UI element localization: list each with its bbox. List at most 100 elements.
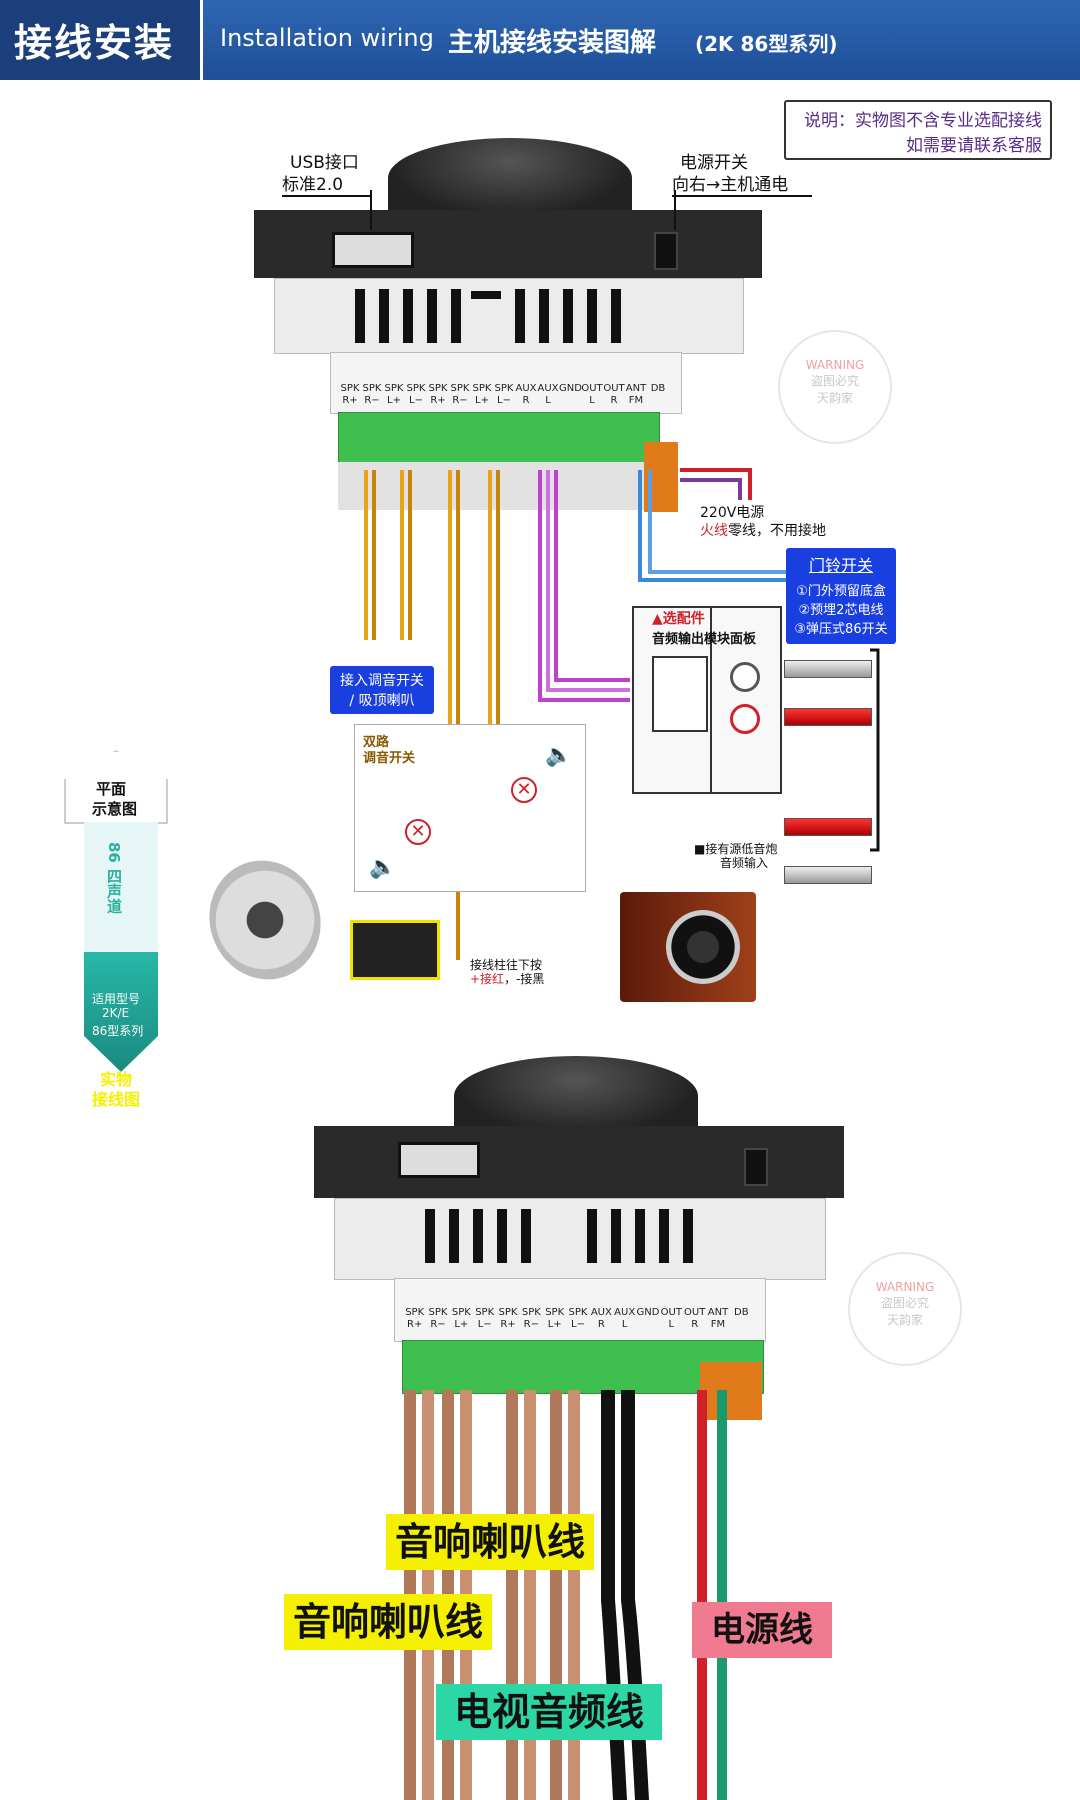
rca-jack-l-icon bbox=[730, 662, 760, 692]
usb-port-icon-2 bbox=[398, 1142, 480, 1178]
cross-icon: ✕ bbox=[405, 819, 431, 845]
ribbon bbox=[84, 822, 158, 952]
rca-plug-white-1 bbox=[784, 660, 872, 678]
wire-orange-7 bbox=[466, 470, 492, 762]
terminal-label: AUX L bbox=[537, 383, 559, 406]
header-bar: 接线安装 Installation wiring 主机接线安装图解 (2K 86… bbox=[0, 0, 1080, 80]
terminal-label: SPK R− bbox=[428, 1307, 448, 1330]
device-bottom-housing bbox=[334, 1198, 826, 1280]
switch-callout: 接入调音开关 / 吸顶喇叭 bbox=[330, 666, 434, 714]
ac-desc: 火线零线，不用接地 bbox=[700, 520, 826, 540]
power-switch-icon bbox=[654, 232, 678, 270]
doorbell-step-3: ③弹压式86开关 bbox=[794, 622, 888, 637]
press-label-2: +接红，-接黑 bbox=[470, 970, 544, 987]
warning-watermark-top: WARNING 盗图必究 天韵家 bbox=[778, 330, 892, 444]
power-switch-label: 电源开关 bbox=[680, 153, 748, 173]
tag-power: 电源线 bbox=[692, 1602, 832, 1658]
terminal-label: SPK R− bbox=[362, 383, 382, 406]
volume-knob-bottom bbox=[454, 1056, 698, 1136]
usb-std-label: 标准2.0 bbox=[282, 170, 372, 197]
ac-fire: 火线 bbox=[700, 523, 728, 539]
sub-label: ■接有源低音炮 bbox=[694, 842, 778, 856]
terminal-labels-top: SPK R+SPK R−SPK L+SPK L−SPK R+SPK R−SPK … bbox=[339, 383, 679, 413]
terminal-label: OUT L bbox=[660, 1307, 682, 1330]
terminal-label: SPK L− bbox=[494, 383, 514, 406]
subwoofer-cone-icon bbox=[666, 910, 740, 984]
terminal-label: OUT R bbox=[603, 383, 625, 406]
sub-label-2: 音频输入 bbox=[720, 856, 769, 870]
terminal-label: GND bbox=[559, 383, 582, 394]
terminal-label: ANT FM bbox=[625, 383, 647, 406]
warn-text-b3: 天韵家 bbox=[886, 1313, 923, 1327]
usb-leader bbox=[370, 190, 372, 230]
tag-speaker-2: 音响喇叭线 bbox=[284, 1594, 492, 1650]
speaker-icon: 🔈 bbox=[369, 855, 397, 880]
warning-watermark-bottom: WARNING 盗图必究 天韵家 bbox=[848, 1252, 962, 1366]
rca-cable bbox=[870, 648, 880, 852]
four-ch-label: 86 四声道 bbox=[105, 842, 123, 914]
press-rest: ，-接黑 bbox=[504, 972, 545, 986]
terminal-label: SPK R+ bbox=[498, 1307, 518, 1330]
wire-blue-2 bbox=[648, 470, 790, 574]
terminal-label: SPK R− bbox=[521, 1307, 541, 1330]
note-line-2: 如需要请联系客服 bbox=[906, 136, 1042, 156]
terminal-label: SPK L− bbox=[475, 1307, 495, 1330]
switch-callout-text: 接入调音开关 / 吸顶喇叭 bbox=[340, 673, 424, 709]
terminal-label: ANT FM bbox=[707, 1307, 729, 1330]
rca-panel bbox=[710, 606, 782, 794]
model-2: 86型系列 bbox=[92, 1024, 144, 1038]
power-switch-dir: 向右→主机通电 bbox=[672, 170, 812, 197]
press-plus: +接红 bbox=[470, 972, 505, 986]
terminal-label: AUX R bbox=[515, 383, 537, 406]
subtitle-cn: 主机接线安装图解 bbox=[448, 28, 657, 58]
ac-label: 220V电源 bbox=[700, 505, 765, 521]
doorbell-step-2: ②预埋2芯电线 bbox=[798, 603, 884, 618]
wire-magenta-1 bbox=[538, 470, 630, 702]
terminal-label: DB bbox=[650, 383, 666, 394]
terminal-closeup-image bbox=[350, 920, 440, 980]
cross-icon-2: ✕ bbox=[511, 777, 537, 803]
warn-text-2: 盗图必究 bbox=[810, 374, 859, 388]
terminal-label: SPK R+ bbox=[405, 1307, 425, 1330]
page-title: 接线安装 bbox=[14, 21, 175, 65]
rca-jack-r-icon bbox=[730, 704, 760, 734]
terminal-label: SPK L+ bbox=[451, 1307, 471, 1330]
note-line-1: 说明：实物图不含专业选配接线 bbox=[804, 111, 1042, 131]
warn-text-3: 天韵家 bbox=[816, 391, 853, 405]
power-leader bbox=[674, 190, 676, 230]
model-title: 适用型号 bbox=[92, 992, 141, 1006]
warn-text-b: WARNING bbox=[875, 1280, 935, 1294]
terminal-label: OUT R bbox=[684, 1307, 706, 1330]
terminal-label: OUT L bbox=[581, 383, 603, 406]
real-label-1: 实物 bbox=[100, 1070, 133, 1089]
header-tab bbox=[0, 0, 203, 80]
terminal-label: DB bbox=[734, 1307, 749, 1318]
speaker-icon-2: 🔈 bbox=[545, 743, 573, 768]
press-label: 接线柱往下按 bbox=[470, 958, 543, 972]
warn-text-b2: 盗图必究 bbox=[880, 1296, 929, 1310]
warn-text: WARNING bbox=[805, 358, 865, 372]
terminal-labels-bottom: SPK R+SPK R−SPK L+SPK L−SPK R+SPK R−SPK … bbox=[403, 1307, 763, 1337]
device-faceplate-bottom bbox=[314, 1126, 844, 1198]
terminal-label-strip-bottom: SPK R+SPK R−SPK L+SPK L−SPK R+SPK R−SPK … bbox=[394, 1278, 766, 1342]
wire-magenta-3 bbox=[554, 470, 630, 682]
usb-label: USB接口 bbox=[290, 153, 359, 173]
device-faceplate-top bbox=[254, 210, 762, 278]
terminal-label: SPK L+ bbox=[545, 1307, 565, 1330]
tag-speaker-1: 音响喇叭线 bbox=[386, 1514, 594, 1570]
dual-switch-diagram: 双路 调音开关 ✕ ✕ 🔈 🔈 bbox=[354, 724, 586, 892]
terminal-label: SPK L+ bbox=[384, 383, 404, 406]
tag-tv-audio: 电视音频线 bbox=[436, 1684, 662, 1740]
wire-blue-1 bbox=[638, 470, 790, 582]
volume-knob-top bbox=[388, 138, 632, 218]
wire-magenta-2 bbox=[546, 470, 630, 692]
usb-port-icon bbox=[332, 232, 414, 268]
optional-label: ▲选配件 bbox=[652, 611, 705, 627]
wire-red-1 bbox=[680, 468, 752, 500]
terminal-label: SPK L− bbox=[568, 1307, 588, 1330]
subtitle-en: Installation wiring bbox=[220, 24, 434, 52]
terminal-label: SPK R− bbox=[450, 383, 470, 406]
rca-plug-red-1 bbox=[784, 708, 872, 726]
model-1: 2K/E bbox=[102, 1006, 130, 1020]
terminal-label: GND bbox=[636, 1307, 660, 1318]
